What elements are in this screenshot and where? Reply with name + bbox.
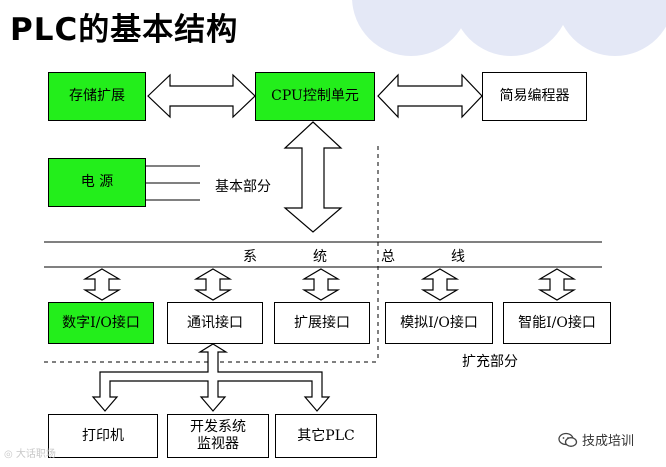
page-title: PLC的基本结构 [10, 12, 239, 48]
double-arrow-expand [301, 268, 341, 301]
double-arrow-storage-cpu [147, 73, 256, 119]
cpu-control-unit-box: CPU控制单元 [255, 72, 375, 121]
expansion-interface-box: 扩展接口 [274, 302, 370, 344]
double-arrow-smart-io [537, 268, 577, 301]
double-arrow-comm [193, 268, 233, 301]
other-plc-box: 其它PLC [275, 414, 377, 458]
double-arrow-cpu-programmer [377, 73, 483, 119]
basic-part-label: 基本部分 [215, 179, 271, 195]
expansion-part-label: 扩充部分 [462, 354, 518, 370]
smart-io-interface-box: 智能I/O接口 [503, 302, 611, 344]
double-arrow-digital-io [82, 268, 122, 301]
watermark-right-text: 技成培训 [582, 434, 635, 449]
watermark-left: ◎ 大话职场 [4, 445, 56, 460]
double-arrow-cpu-bus [283, 121, 343, 233]
dev-system-monitor-box: 开发系统 监视器 [167, 414, 269, 458]
simple-programmer-box: 简易编程器 [482, 72, 587, 121]
communication-interface-box: 通讯接口 [167, 302, 263, 344]
power-supply-box: 电 源 [48, 158, 146, 207]
watermark-right: 技成培训 [558, 430, 634, 449]
wechat-icon [558, 432, 578, 447]
analog-io-interface-box: 模拟I/O接口 [385, 302, 493, 344]
storage-expansion-box: 存储扩展 [48, 72, 146, 121]
bus-label-char: 系 [243, 249, 257, 265]
printer-box: 打印机 [48, 414, 158, 458]
double-arrow-analog-io [420, 268, 460, 301]
camera-icon: ◎ [4, 449, 13, 460]
digital-io-interface-box: 数字I/O接口 [48, 302, 154, 344]
watermark-left-text: 大话职场 [15, 449, 56, 460]
bus-label-char: 总 [381, 249, 395, 265]
bus-label-char: 线 [451, 249, 465, 265]
bus-label-char: 统 [313, 249, 327, 265]
branch-arrow-comm-peripherals [91, 343, 331, 412]
